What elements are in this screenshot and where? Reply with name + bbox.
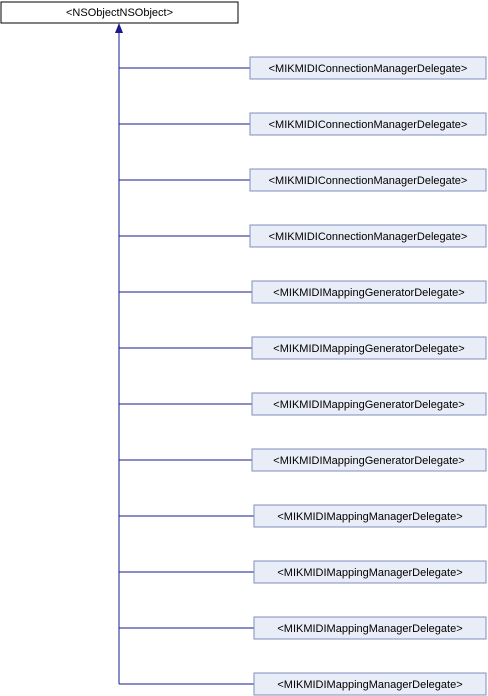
child-protocol-node[interactable]: <MIKMIDIConnectionManagerDelegate> (249, 56, 487, 80)
child-protocol-box (249, 224, 487, 248)
child-protocol-label: <MIKMIDIMappingGeneratorDelegate> (273, 287, 464, 299)
child-protocol-box (251, 392, 487, 416)
child-protocol-label: <MIKMIDIMappingGeneratorDelegate> (273, 343, 464, 355)
child-protocol-label: <MIKMIDIMappingManagerDelegate> (277, 679, 462, 691)
child-protocol-node[interactable]: <MIKMIDIMappingManagerDelegate> (253, 560, 487, 584)
root-class-label: <NSObjectNSObject> (66, 7, 173, 19)
child-protocol-node[interactable]: <MIKMIDIConnectionManagerDelegate> (249, 112, 487, 136)
child-protocol-node[interactable]: <MIKMIDIMappingGeneratorDelegate> (251, 392, 487, 416)
child-protocol-box (249, 56, 487, 80)
child-protocol-label: <MIKMIDIMappingGeneratorDelegate> (273, 399, 464, 411)
child-protocol-node[interactable]: <MIKMIDIMappingGeneratorDelegate> (251, 448, 487, 472)
child-nodes-group: <MIKMIDIConnectionManagerDelegate> <MIKMI… (249, 56, 487, 696)
child-protocol-box (249, 112, 487, 136)
child-protocol-node[interactable]: <MIKMIDIMappingManagerDelegate> (253, 504, 487, 528)
child-protocol-label: <MIKMIDIMappingManagerDelegate> (277, 567, 462, 579)
child-protocol-node[interactable]: <MIKMIDIConnectionManagerDelegate> (249, 168, 487, 192)
child-protocol-label: <MIKMIDIMappingGeneratorDelegate> (273, 455, 464, 467)
inheritance-arrowhead (115, 23, 123, 33)
child-protocol-label: <MIKMIDIMappingManagerDelegate> (277, 623, 462, 635)
child-protocol-box (251, 336, 487, 360)
child-protocol-box (253, 504, 487, 528)
child-protocol-box (253, 616, 487, 640)
root-class-node[interactable]: <NSObjectNSObject> (0, 1, 239, 24)
child-protocol-node[interactable]: <MIKMIDIConnectionManagerDelegate> (249, 224, 487, 248)
child-protocol-box (251, 280, 487, 304)
child-protocol-label: <MIKMIDIConnectionManagerDelegate> (269, 63, 468, 75)
child-protocol-label: <MIKMIDIConnectionManagerDelegate> (269, 231, 468, 243)
child-protocol-label: <MIKMIDIMappingManagerDelegate> (277, 511, 462, 523)
child-protocol-box (253, 560, 487, 584)
root-class-box (0, 1, 239, 24)
edges-group (115, 23, 254, 685)
child-protocol-box (251, 448, 487, 472)
child-protocol-node[interactable]: <MIKMIDIMappingManagerDelegate> (253, 672, 487, 696)
child-protocol-box (253, 672, 487, 696)
child-protocol-label: <MIKMIDIConnectionManagerDelegate> (269, 119, 468, 131)
child-protocol-node[interactable]: <MIKMIDIMappingManagerDelegate> (253, 616, 487, 640)
child-protocol-box (249, 168, 487, 192)
child-protocol-node[interactable]: <MIKMIDIMappingGeneratorDelegate> (251, 280, 487, 304)
child-protocol-node[interactable]: <MIKMIDIMappingGeneratorDelegate> (251, 336, 487, 360)
child-protocol-label: <MIKMIDIConnectionManagerDelegate> (269, 175, 468, 187)
